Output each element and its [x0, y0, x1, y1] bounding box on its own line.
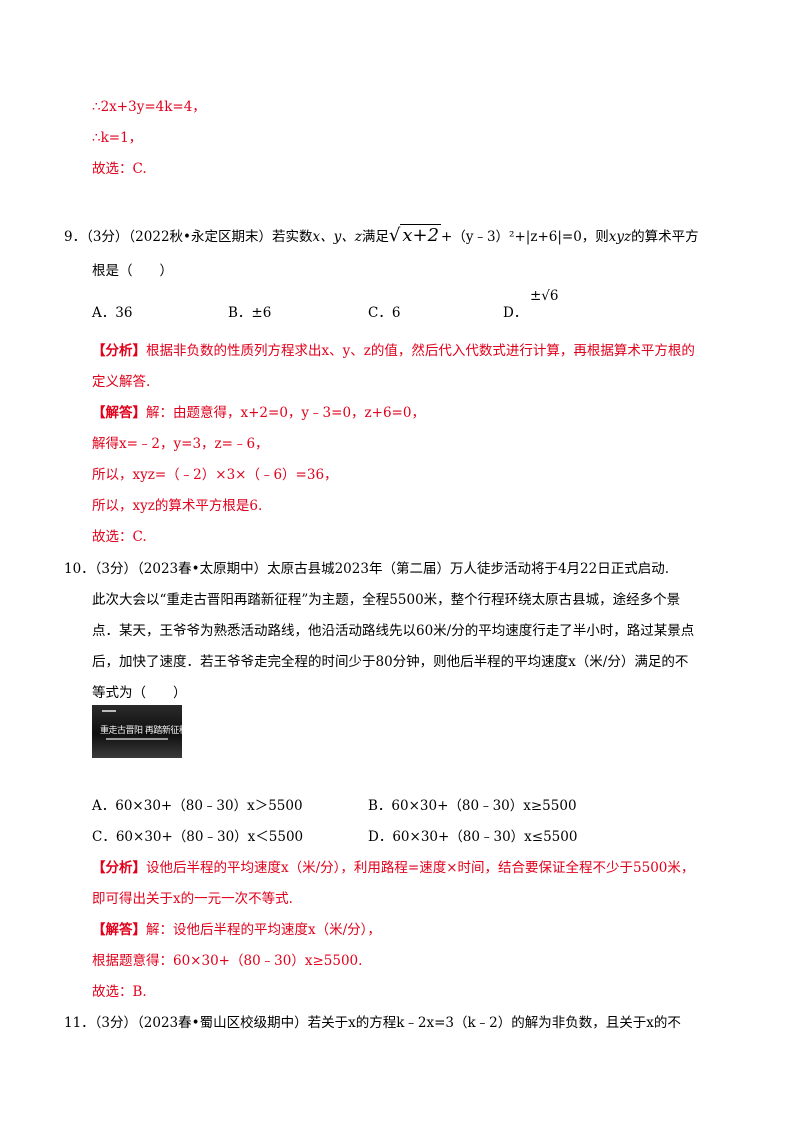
- q9-option-c: C．6: [368, 305, 401, 321]
- q10-stem-line-4: 后，加快了速度．若王爷爷走完全程的时间少于80分钟，则他后半程的平均速度x（米/…: [92, 654, 689, 670]
- q9-xyz: xyz: [608, 229, 632, 245]
- q9-solution-text: 解：由题意得，x+2=0，y﹣3=0，z+6=0，: [146, 405, 425, 421]
- q10-stem-line-3: 点．某天，王爷爷为熟悉活动路线，他沿活动路线先以60米/分的平均速度行走了半小时…: [92, 623, 695, 639]
- q9-solution-line-1: 【解答】解：由题意得，x+2=0，y﹣3=0，z+6=0，: [92, 404, 425, 422]
- q9-analysis-text: 根据非负数的性质列方程求出x、y、z的值，然后代入代数式进行计算，再根据算术平方…: [146, 343, 695, 359]
- q10-analysis-text: 设他后半程的平均速度x（米/分），利用路程=速度×时间，结合要保证全程不少于55…: [146, 860, 695, 876]
- q9-option-a: A．36: [92, 305, 133, 321]
- prev-solution-line-1: ∴2x+3y=4k=4，: [92, 99, 206, 115]
- q9-option-d-value: ±√6: [530, 288, 559, 304]
- q9-stem-line-2: 根是（ ）: [92, 263, 173, 279]
- analysis-tag: 【分析】: [92, 860, 146, 876]
- q10-stem-line-5: 等式为（ ）: [92, 685, 187, 701]
- q9-analysis-line-2: 定义解答.: [92, 374, 151, 390]
- q9-vars: x、y、z: [312, 229, 362, 245]
- q9-solution-line-2: 解得x=﹣2，y=3，z=﹣6，: [92, 436, 269, 452]
- q9-tail2: 的算术平方: [631, 229, 699, 245]
- logo-mark: [102, 710, 116, 712]
- q10-solution-line-1: 【解答】解：设他后半程的平均速度x（米/分），: [92, 921, 381, 939]
- q9-radicand: x+2: [400, 224, 442, 246]
- q10-solution-text: 解：设他后半程的平均速度x（米/分），: [146, 922, 381, 938]
- solution-tag: 【解答】: [92, 405, 146, 421]
- q9-head: 9．（3分）（2022秋•永定区期末）若实数: [64, 229, 313, 245]
- q10-option-b: B．60×30+（80﹣30）x≥5500: [368, 798, 577, 814]
- q9-option-d-label: D．: [503, 305, 528, 321]
- q9-option-b: B．±6: [228, 305, 272, 321]
- q10-stem-line-2: 此次大会以“重走古晋阳再踏新征程”为主题，全程5500米，整个行程环绕太原古县城…: [92, 592, 681, 608]
- prev-choose-line: 故选：C.: [92, 161, 147, 177]
- q9-mid: 满足: [361, 229, 389, 245]
- q10-solution-line-2: 根据题意得：60×30+（80﹣30）x≥5500.: [92, 953, 363, 969]
- q9-solution-line-3: 所以，xyz=（﹣2）×3×（﹣6）=36，: [92, 467, 338, 483]
- sqrt-symbol: √x+2: [388, 224, 442, 246]
- prev-solution-line-2: ∴k=1，: [92, 130, 143, 146]
- event-banner-image: 重走古晋阳 再踏新征程: [92, 705, 182, 758]
- q10-analysis-line-1: 【分析】设他后半程的平均速度x（米/分），利用路程=速度×时间，结合要保证全程不…: [92, 859, 694, 877]
- q9-choose-line: 故选：C.: [92, 529, 147, 545]
- q9-solution-line-4: 所以，xyz的算术平方根是6.: [92, 498, 263, 514]
- q10-analysis-line-2: 即可得出关于x的一元一次不等式.: [92, 891, 293, 907]
- banner-text: 重走古晋阳 再踏新征程: [100, 726, 182, 736]
- q9-analysis-line-1: 【分析】根据非负数的性质列方程求出x、y、z的值，然后代入代数式进行计算，再根据…: [92, 342, 695, 360]
- solution-tag: 【解答】: [92, 922, 146, 938]
- q10-stem-line-1: 10．（3分）（2023春•太原期中）太原古县城2023年（第二届）万人徒步活动…: [64, 561, 670, 577]
- q10-choose-line: 故选：B.: [92, 984, 147, 1000]
- q11-stem-line-1: 11．（3分）（2023春•蜀山区校级期中）若关于x的方程k﹣2x=3（k﹣2）…: [64, 1015, 681, 1031]
- banner-caption-strip: [106, 738, 168, 740]
- q10-option-d: D．60×30+（80﹣30）x≤5500: [368, 829, 578, 845]
- analysis-tag: 【分析】: [92, 343, 146, 359]
- q9-stem-line-1: 9．（3分）（2022秋•永定区期末）若实数x、y、z满足√x+2+（y﹣3）²…: [64, 224, 699, 246]
- q10-option-c: C．60×30+（80﹣30）x＜5500: [92, 829, 304, 845]
- q10-option-a: A．60×30+（80﹣30）x＞5500: [92, 798, 303, 814]
- q9-tail: +（y﹣3）²+|z+6|=0，则: [441, 229, 609, 245]
